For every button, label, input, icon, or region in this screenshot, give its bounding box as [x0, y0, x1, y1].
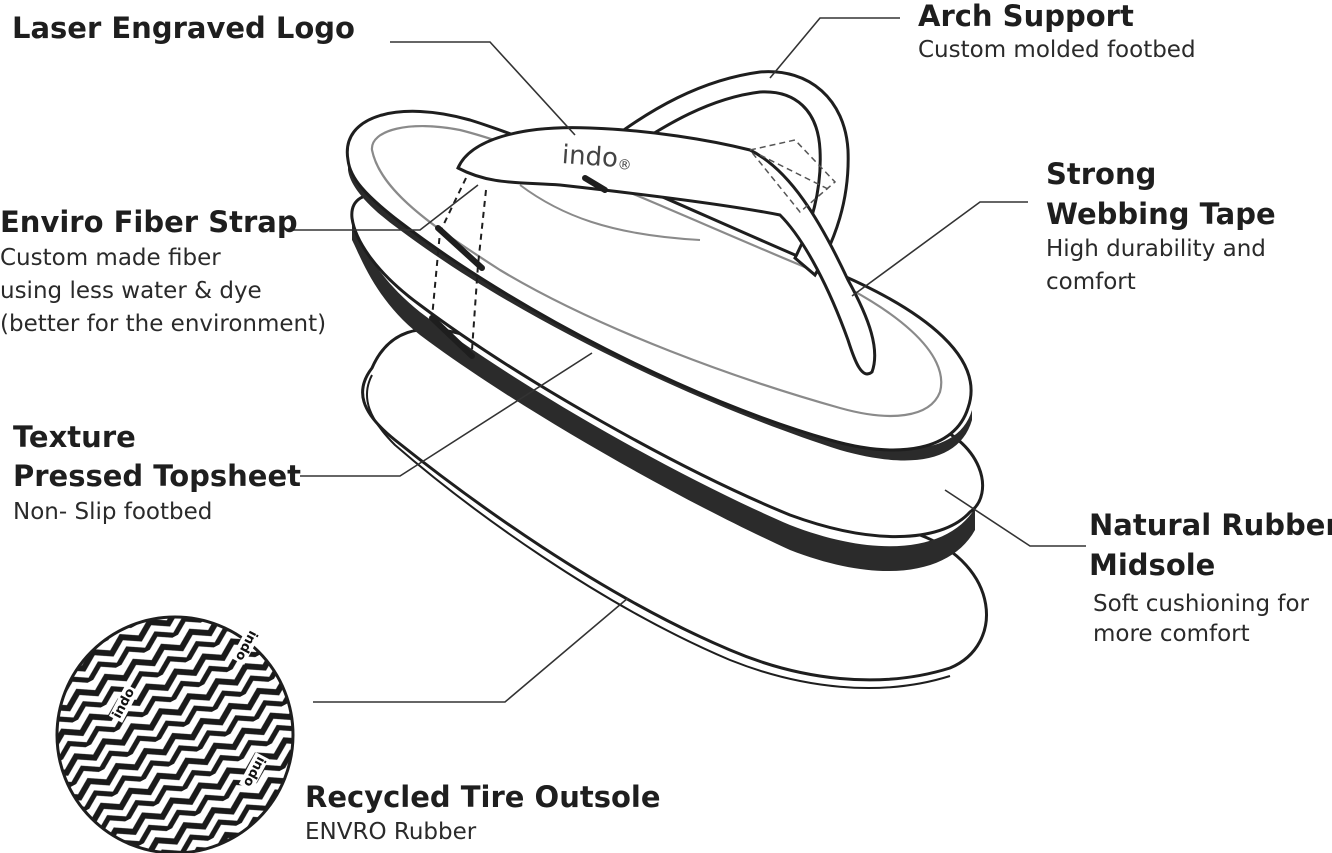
leader-lines: [293, 17, 1086, 703]
callout-topsheet-title-1: Texture: [13, 420, 136, 454]
leader-outsole: [313, 597, 629, 703]
leader-webbing: [851, 201, 1028, 297]
callout-logo-title: Laser Engraved Logo: [12, 11, 355, 45]
callout-webbing-desc-1: High durability and: [1046, 236, 1266, 262]
callout-arch-description: Custom molded footbed: [918, 37, 1196, 63]
callout-arch-title: Arch Support: [918, 0, 1134, 33]
callout-midsole-title-2: Midsole: [1089, 548, 1216, 582]
strap-logo: indo®: [561, 140, 633, 175]
callout-webbing-title-1: Strong: [1046, 157, 1157, 191]
callout-webbing-desc-2: comfort: [1046, 269, 1136, 295]
outsole-tread-detail: [55, 615, 295, 853]
leader-topsheet: [300, 352, 593, 477]
callout-strap-desc-3: (better for the environment): [0, 311, 327, 337]
leader-midsole: [944, 489, 1086, 547]
leader-logo: [390, 41, 576, 136]
callout-topsheet-title-2: Pressed Topsheet: [13, 459, 301, 493]
callout-outsole-title: Recycled Tire Outsole: [305, 780, 661, 814]
leader-arch: [769, 17, 900, 79]
callout-midsole-desc-1: Soft cushioning for: [1093, 591, 1310, 617]
callout-strap-title: Enviro Fiber Strap: [0, 205, 298, 239]
callout-strap-desc-2: using less water & dye: [0, 278, 262, 304]
callout-topsheet-description: Non- Slip footbed: [13, 499, 213, 525]
callout-midsole-desc-2: more comfort: [1093, 621, 1250, 647]
callout-strap-desc-1: Custom made fiber: [0, 245, 221, 271]
callout-webbing-title-2: Webbing Tape: [1046, 197, 1276, 231]
callout-outsole-description: ENVRO Rubber: [305, 819, 477, 845]
strap-logo-text: indo: [560, 140, 619, 174]
registered-mark: ®: [616, 156, 633, 174]
leader-strap: [293, 184, 479, 231]
callout-midsole-title-1: Natural Rubber: [1089, 508, 1332, 542]
thong-strap: [429, 70, 877, 376]
topsheet-layer: [345, 109, 973, 461]
